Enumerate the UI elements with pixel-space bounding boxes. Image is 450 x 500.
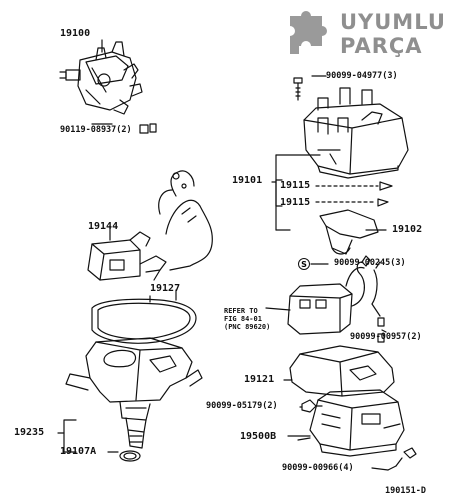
label-19115-top: 19115 [280,180,311,191]
igniter-module [265,255,385,343]
screw-90099-00966 [387,447,417,471]
label-19127: 19127 [150,283,181,294]
ignition-coil-19144 [87,170,213,281]
label-19100: 19100 [60,28,91,39]
washer-19115 [315,181,393,207]
distributor-housing [65,337,203,449]
label-19101: 19101 [232,175,263,186]
cover-19121 [283,345,395,397]
label-19500b: 19500B [240,431,277,442]
distributor-cap-19101 [303,87,409,179]
label-90099-00245: 90099-00245(3) [334,258,406,268]
logo-line1: UYUMLU [340,10,446,34]
puzzle-piece-icon [290,11,327,54]
bolt-90099-05179 [301,399,323,413]
diagram-code: 190151-D [385,486,426,496]
reference-note-line1: REFER TO [224,307,258,315]
label-90099-00966: 90099-00966(4) [282,463,354,473]
label-90099-04977: 90099-04977(3) [326,71,398,81]
label-90099-00957: 90099-00957(2) [350,332,422,342]
label-19144: 19144 [88,221,119,232]
reference-note-line3: (PNC 89620) [224,323,271,331]
logo-line2: PARÇA [340,34,423,58]
marker-s-symbol: S [298,258,310,270]
reference-note-line2: FIG 84-01 [224,315,262,323]
label-90119-08937: 90119-08937(2) [60,125,132,135]
gasket-19127 [91,295,197,344]
o-ring-19107a [107,450,141,462]
label-19102: 19102 [392,224,423,235]
housing-19500b [297,389,405,457]
label-19121: 19121 [244,374,275,385]
label-19115-bottom: 19115 [280,197,311,208]
screw-90099-04977 [293,77,303,101]
distributor-assembly-19100 [59,41,157,134]
label-90099-05179: 90099-05179(2) [206,401,278,411]
label-19235: 19235 [14,427,45,438]
label-19107a: 19107A [60,446,97,457]
rotor-19102 [319,209,387,255]
